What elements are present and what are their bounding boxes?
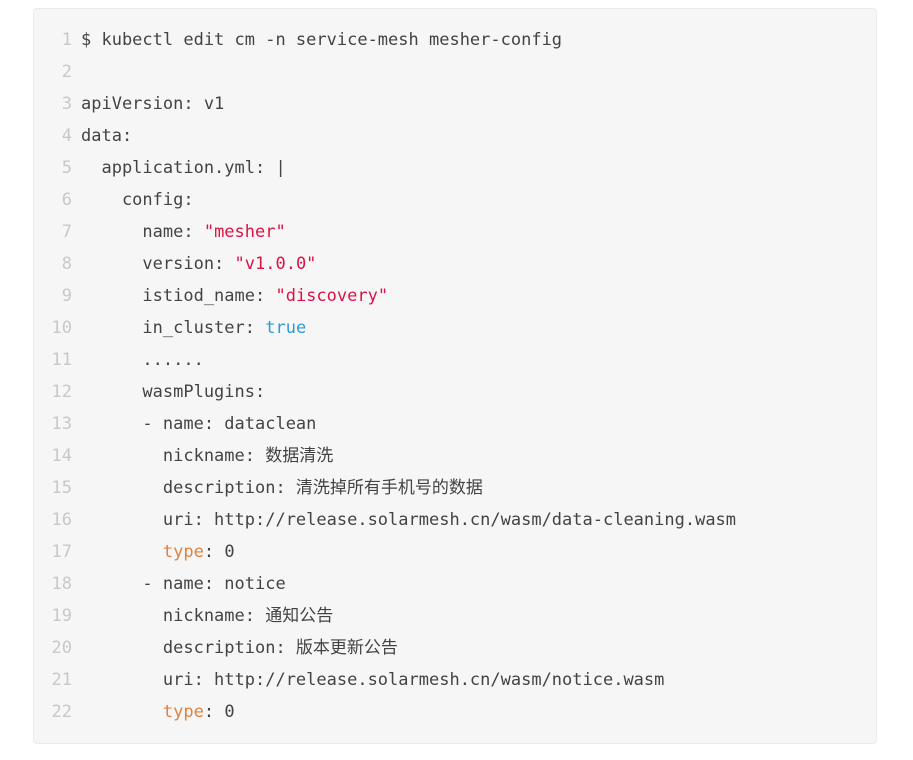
line-number: 14 — [51, 446, 72, 466]
code-segment: data: — [81, 126, 133, 146]
line-number: 9 — [61, 286, 72, 306]
line-number: 15 — [51, 478, 72, 498]
code-text: wasmPlugins: — [81, 376, 265, 408]
line-number: 4 — [61, 126, 72, 146]
code-text: version: "v1.0.0" — [81, 248, 316, 280]
code-text: name: "mesher" — [81, 216, 286, 248]
code-text: data: — [81, 120, 132, 152]
code-line: 21 uri: http://release.solarmesh.cn/wasm… — [50, 664, 860, 696]
code-segment: : 0 — [203, 542, 235, 562]
code-line: 10 in_cluster: true — [50, 312, 860, 344]
code-text: type: 0 — [81, 536, 235, 568]
line-number: 11 — [51, 350, 72, 370]
code-segment-literal: true — [265, 318, 307, 338]
code-line: 22 type: 0 — [50, 696, 860, 728]
code-text: description: 版本更新公告 — [81, 632, 398, 664]
code-segment: description: 版本更新公告 — [81, 638, 398, 658]
code-text: uri: http://release.solarmesh.cn/wasm/no… — [81, 664, 665, 696]
code-text: - name: dataclean — [81, 408, 316, 440]
code-text: - name: notice — [81, 568, 286, 600]
code-segment-keyword: type — [162, 542, 204, 562]
code-line: 16 uri: http://release.solarmesh.cn/wasm… — [50, 504, 860, 536]
code-segment: : 0 — [203, 702, 235, 722]
line-number: 21 — [51, 670, 72, 690]
code-segment-string: "mesher" — [203, 222, 286, 242]
code-segment: name: — [81, 222, 204, 242]
line-number: 3 — [61, 94, 72, 114]
code-segment: config: — [81, 190, 194, 210]
code-line: 20 description: 版本更新公告 — [50, 632, 860, 664]
code-segment: apiVersion: v1 — [81, 94, 225, 114]
code-text: nickname: 数据清洗 — [81, 440, 333, 472]
line-number: 6 — [61, 190, 72, 210]
code-segment: $ kubectl edit cm -n service-mesh mesher… — [81, 30, 563, 50]
line-number: 22 — [51, 702, 72, 722]
code-text: apiVersion: v1 — [81, 88, 224, 120]
code-segment: wasmPlugins: — [81, 382, 266, 402]
code-segment-string: "v1.0.0" — [234, 254, 317, 274]
code-segment: ...... — [81, 350, 204, 370]
code-segment: nickname: 数据清洗 — [81, 446, 334, 466]
line-number: 13 — [51, 414, 72, 434]
code-text: istiod_name: "discovery" — [81, 280, 388, 312]
code-text: $ kubectl edit cm -n service-mesh mesher… — [81, 24, 562, 56]
code-segment — [81, 702, 163, 722]
code-lines: 1 $ kubectl edit cm -n service-mesh meshe… — [50, 24, 860, 728]
code-line: 8 version: "v1.0.0" — [50, 248, 860, 280]
code-text: in_cluster: true — [81, 312, 306, 344]
code-line: 12 wasmPlugins: — [50, 376, 860, 408]
code-line: 7 name: "mesher" — [50, 216, 860, 248]
code-text: type: 0 — [81, 696, 235, 728]
code-line: 11 ...... — [50, 344, 860, 376]
code-segment: nickname: 通知公告 — [81, 606, 334, 626]
line-number: 10 — [51, 318, 72, 338]
line-number: 5 — [61, 158, 72, 178]
code-segment: uri: http://release.solarmesh.cn/wasm/da… — [81, 510, 737, 530]
code-text: nickname: 通知公告 — [81, 600, 333, 632]
line-number: 20 — [51, 638, 72, 658]
code-segment-keyword: type — [162, 702, 204, 722]
code-line: 14 nickname: 数据清洗 — [50, 440, 860, 472]
code-line: 1 $ kubectl edit cm -n service-mesh meshe… — [50, 24, 860, 56]
code-line: 4 data: — [50, 120, 860, 152]
line-number: 8 — [61, 254, 72, 274]
code-line: 6 config: — [50, 184, 860, 216]
line-number: 16 — [51, 510, 72, 530]
code-text: ...... — [81, 344, 204, 376]
code-segment — [81, 542, 163, 562]
line-number: 12 — [51, 382, 72, 402]
code-segment-string: "discovery" — [275, 286, 389, 306]
code-segment: istiod_name: — [81, 286, 276, 306]
code-segment: - name: dataclean — [81, 414, 317, 434]
line-number: 17 — [51, 542, 72, 562]
code-line: 19 nickname: 通知公告 — [50, 600, 860, 632]
line-number: 7 — [61, 222, 72, 242]
line-number: 1 — [61, 30, 72, 50]
code-text: description: 清洗掉所有手机号的数据 — [81, 472, 483, 504]
code-segment: application.yml: | — [81, 158, 286, 178]
code-segment: uri: http://release.solarmesh.cn/wasm/no… — [81, 670, 665, 690]
code-line: 5 application.yml: | — [50, 152, 860, 184]
code-segment: description: 清洗掉所有手机号的数据 — [81, 478, 483, 498]
line-number: 2 — [61, 62, 72, 82]
code-line: 18 - name: notice — [50, 568, 860, 600]
code-text: config: — [81, 184, 194, 216]
code-block: 1 $ kubectl edit cm -n service-mesh meshe… — [33, 8, 877, 744]
code-line: 3 apiVersion: v1 — [50, 88, 860, 120]
code-line: 13 - name: dataclean — [50, 408, 860, 440]
code-line: 2 — [50, 56, 860, 88]
line-number: 18 — [51, 574, 72, 594]
code-segment: - name: notice — [81, 574, 286, 594]
code-line: 17 type: 0 — [50, 536, 860, 568]
code-text: uri: http://release.solarmesh.cn/wasm/da… — [81, 504, 736, 536]
code-line: 15 description: 清洗掉所有手机号的数据 — [50, 472, 860, 504]
code-line: 9 istiod_name: "discovery" — [50, 280, 860, 312]
code-text: application.yml: | — [81, 152, 286, 184]
code-segment: version: — [81, 254, 235, 274]
code-segment: in_cluster: — [81, 318, 266, 338]
line-number: 19 — [51, 606, 72, 626]
